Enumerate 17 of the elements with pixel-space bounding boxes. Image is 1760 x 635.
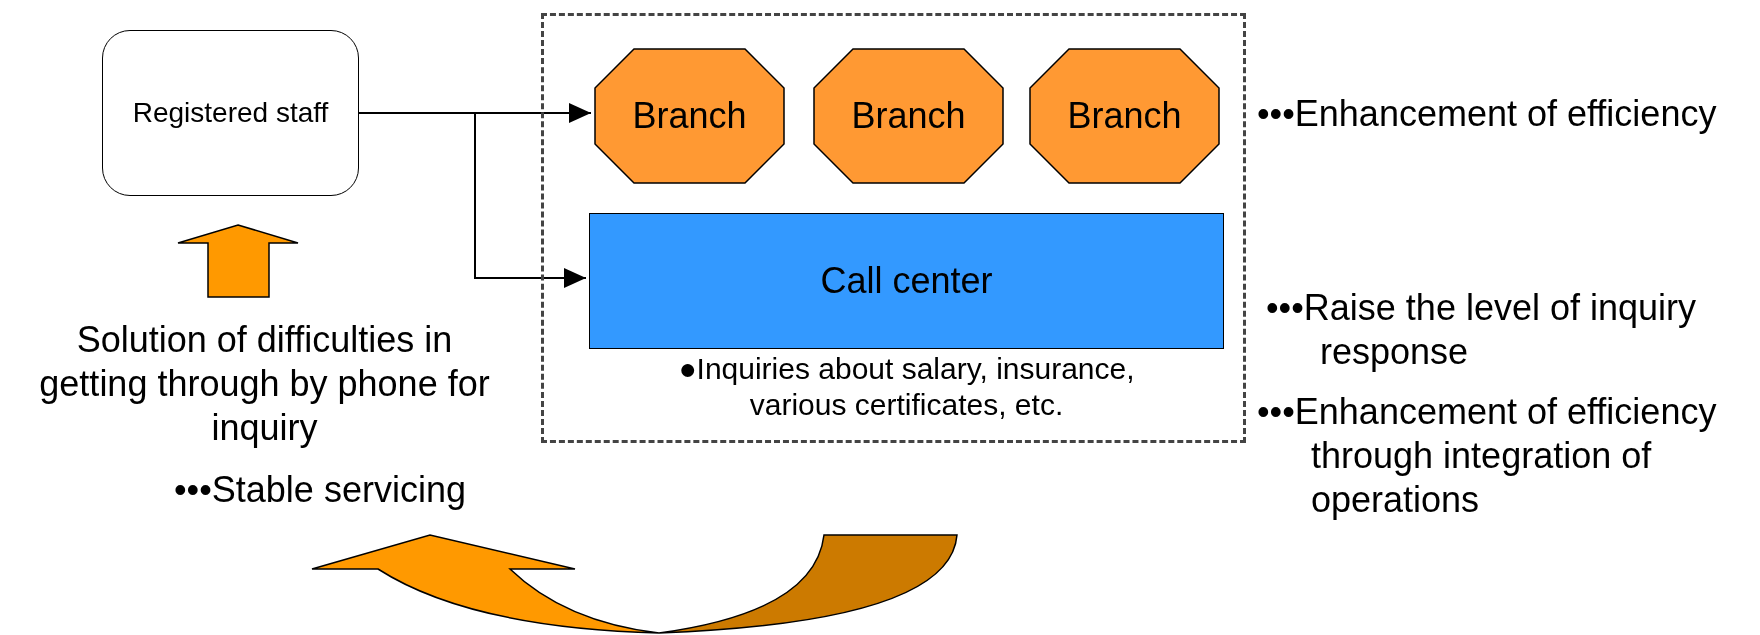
benefit-note: •••Enhancement of efficiency: [1257, 92, 1718, 136]
node-label: Call center: [820, 259, 993, 303]
benefit-note: •••Stable servicing: [174, 468, 467, 512]
octagon-node: [1029, 48, 1220, 184]
node-caption: ●Inquiries about salary, insurance, various certificates, etc.: [677, 351, 1136, 423]
octagon-node: [594, 48, 785, 184]
benefit-note: •••Enhancement of efficiency through integration of operations: [1257, 390, 1718, 522]
node-label: Registered staff: [132, 96, 329, 130]
octagon-node: [813, 48, 1004, 184]
process-box: [589, 213, 1224, 349]
staff-box: [102, 30, 359, 196]
node-label: Branch: [1067, 94, 1182, 138]
node-label: Branch: [851, 94, 966, 138]
node-label: Branch: [632, 94, 747, 138]
benefit-note: Solution of difficulties in getting through by phone for inquiry: [38, 318, 491, 450]
dashed-group-frame: [541, 13, 1246, 443]
benefit-note: •••Raise the level of inquiry response: [1266, 286, 1697, 374]
